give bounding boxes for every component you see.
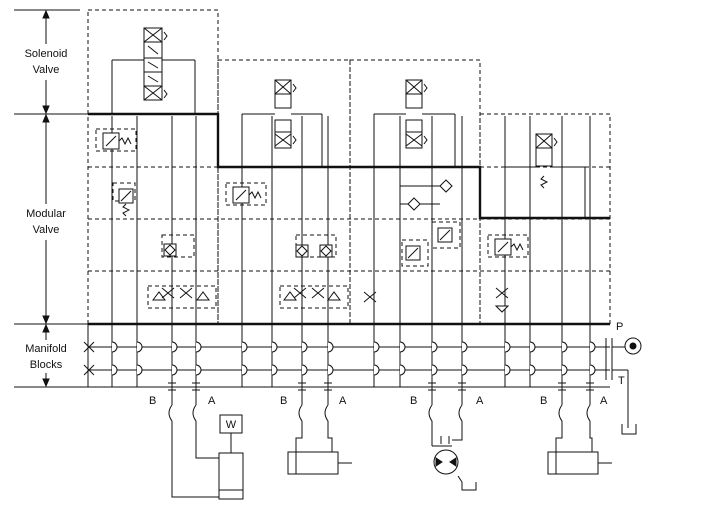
label-solenoid-line1: Solenoid: [25, 48, 68, 60]
vertical-lines: [111, 116, 596, 405]
solenoid-modular-boundary: [88, 112, 610, 220]
crossover-11-1: [431, 341, 438, 353]
crossover-3-1: [171, 341, 178, 353]
crossover-13-2: [504, 364, 511, 376]
port-t-label: T: [618, 375, 625, 387]
crossover-7-1: [301, 341, 308, 353]
port-a-1: A: [208, 395, 216, 407]
crossover-5-2: [241, 364, 248, 376]
throttle-3: [363, 291, 377, 303]
label-manifold-line1: Manifold: [25, 343, 67, 355]
throttle-pair-1: [147, 285, 217, 309]
port-connector-7: [558, 382, 566, 405]
module-4: [487, 133, 586, 313]
end-plug-lower: [83, 364, 95, 376]
pilot-check-valves-3: [400, 179, 453, 211]
actuator-1: W: [168, 404, 244, 500]
crossover-4-1: [195, 341, 202, 353]
manifold-block: [83, 322, 629, 428]
port-a-3: A: [476, 395, 484, 407]
actuator-3: [428, 404, 477, 491]
actuator-2: [287, 404, 352, 475]
crossover-12-1: [461, 341, 468, 353]
label-solenoid-line2: Valve: [33, 64, 60, 76]
port-b-1: B: [149, 395, 156, 407]
pressure-source: P: [616, 321, 642, 355]
hydraulic-motor-icon: [433, 449, 459, 475]
port-b-4: B: [540, 395, 547, 407]
throttle-pair-2: [279, 285, 349, 309]
relief-valves-3: [401, 221, 461, 267]
crossover-5-1: [241, 341, 248, 353]
port-a-2: A: [339, 395, 347, 407]
crossover-16-2: [589, 364, 596, 376]
actuator-4: [547, 404, 612, 475]
crossover-9-2: [373, 364, 380, 376]
crossover-10-2: [399, 364, 406, 376]
crossover-16-1: [589, 341, 596, 353]
port-labels: B A B A B A B A: [149, 395, 608, 407]
section-labels: Solenoid Valve Modular Valve Manifold Bl…: [14, 9, 88, 388]
port-p-label: P: [616, 321, 623, 333]
crossover-2-2: [136, 364, 143, 376]
module-3: [363, 79, 461, 303]
crossover-1-2: [111, 364, 118, 376]
port-connector-5: [428, 382, 436, 405]
crossover-14-1: [529, 341, 536, 353]
label-manifold-line2: Blocks: [30, 359, 63, 371]
port-connector-6: [458, 382, 466, 405]
solenoid-valve-4: [504, 133, 586, 218]
crossover-9-1: [373, 341, 380, 353]
check-valve-1: [161, 234, 195, 258]
crossover-4-2: [195, 364, 202, 376]
crossover-10-1: [399, 341, 406, 353]
tank-icon: [621, 424, 637, 435]
port-b-2: B: [280, 395, 287, 407]
port-connector-4: [324, 382, 332, 405]
crossover-2-1: [136, 341, 143, 353]
end-plug-upper: [83, 341, 95, 353]
module-1: [95, 27, 217, 309]
reducing-valve-1: [112, 182, 136, 217]
port-connector-1: [168, 382, 176, 405]
crossover-8-1: [327, 341, 334, 353]
crossover-8-2: [327, 364, 334, 376]
crossover-6-1: [271, 341, 278, 353]
crossover-14-2: [529, 364, 536, 376]
port-b-3: B: [410, 395, 417, 407]
tank-return: T: [618, 375, 637, 435]
crossover-1-1: [111, 341, 118, 353]
crossover-3-2: [171, 364, 178, 376]
crossover-6-2: [271, 364, 278, 376]
vertical-cylinder: [218, 452, 244, 500]
solenoid-valve-2: [241, 79, 323, 167]
crossover-7-2: [301, 364, 308, 376]
crossover-13-1: [504, 341, 511, 353]
port-connector-2: [192, 382, 200, 405]
throttle-check-4: [494, 287, 510, 313]
relief-valve-1: [95, 128, 137, 152]
dual-check-valve-2: [295, 234, 337, 258]
module-2: [225, 79, 349, 309]
label-modular-line2: Valve: [33, 224, 60, 236]
solenoid-valve-3: [373, 79, 456, 167]
relief-valve-2: [225, 182, 267, 206]
dimension-lines: [14, 9, 88, 388]
relief-valve-4: [487, 234, 529, 258]
port-connector-8: [586, 382, 594, 405]
crossover-11-2: [431, 364, 438, 376]
label-modular-line1: Modular: [26, 208, 66, 220]
weight-label: W: [226, 419, 237, 431]
port-connector-3: [298, 382, 306, 405]
solenoid-valve-1: [111, 27, 196, 114]
port-a-4: A: [600, 395, 608, 407]
crossover-15-2: [561, 364, 568, 376]
crossover-15-1: [561, 341, 568, 353]
crossover-12-2: [461, 364, 468, 376]
